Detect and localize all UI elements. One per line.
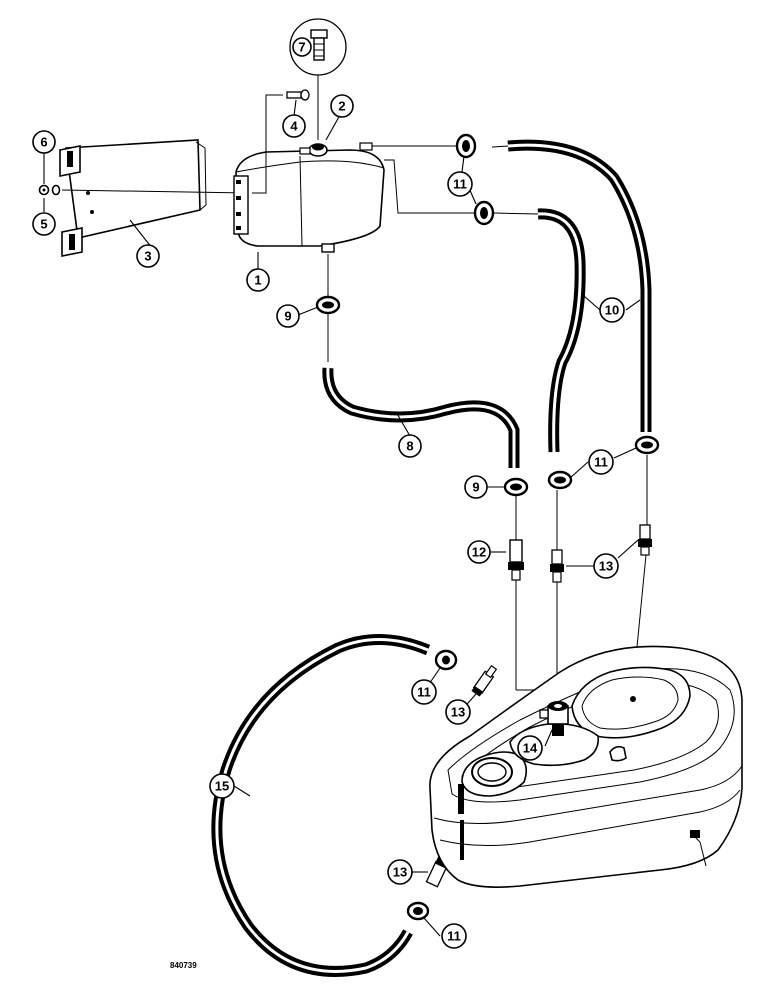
coolant-reservoir — [233, 142, 385, 253]
svg-text:12: 12 — [472, 545, 486, 560]
callout-leaders — [43, 99, 641, 937]
svg-text:2: 2 — [338, 99, 345, 114]
hose-clamps — [315, 133, 660, 921]
svg-text:11: 11 — [453, 177, 467, 192]
hose-15 — [211, 634, 431, 977]
callout-8: 8 — [398, 434, 422, 458]
callout-11b: 11 — [588, 449, 614, 475]
svg-text:7: 7 — [298, 40, 305, 55]
callout-15: 15 — [209, 773, 235, 799]
drawing-reference-code: 840739 — [170, 961, 197, 970]
hose-10-long — [507, 139, 652, 432]
callout-11c: 11 — [411, 679, 437, 705]
callout-7: 7 — [292, 37, 312, 57]
callout-13a: 13 — [593, 553, 619, 579]
svg-text:9: 9 — [284, 309, 291, 324]
callout-4: 4 — [282, 114, 306, 138]
callout-2: 2 — [330, 94, 354, 118]
callout-9b: 9 — [464, 475, 488, 499]
svg-text:8: 8 — [406, 439, 413, 454]
svg-text:11: 11 — [447, 929, 461, 944]
hose-10-short — [537, 208, 586, 453]
svg-text:11: 11 — [417, 685, 431, 700]
svg-text:5: 5 — [40, 217, 47, 232]
hose-8 — [322, 367, 520, 468]
svg-text:10: 10 — [605, 303, 619, 318]
callout-12: 12 — [467, 540, 491, 564]
callout-14: 14 — [517, 735, 543, 761]
svg-text:6: 6 — [40, 135, 47, 150]
washer-and-nut — [38, 184, 249, 196]
svg-text:14: 14 — [523, 741, 538, 756]
svg-text:4: 4 — [290, 119, 298, 134]
callout-13b: 13 — [445, 699, 471, 725]
callout-11d: 11 — [441, 923, 467, 949]
callout-6: 6 — [32, 130, 56, 154]
mounting-bracket — [59, 139, 207, 257]
svg-text:15: 15 — [215, 779, 229, 794]
svg-text:3: 3 — [144, 249, 151, 264]
svg-text:1: 1 — [254, 273, 261, 288]
callout-13c: 13 — [387, 859, 413, 885]
callout-5: 5 — [32, 212, 56, 236]
svg-text:13: 13 — [599, 559, 613, 574]
callout-1: 1 — [246, 268, 270, 292]
svg-text:13: 13 — [393, 865, 407, 880]
callout-9a: 9 — [276, 304, 300, 328]
callout-10: 10 — [599, 297, 625, 323]
callout-11a: 11 — [447, 171, 473, 197]
svg-text:11: 11 — [594, 455, 608, 470]
cap-detail-inset — [289, 18, 347, 140]
bolt — [252, 89, 310, 194]
svg-text:9: 9 — [472, 480, 479, 495]
svg-text:13: 13 — [451, 705, 465, 720]
callout-3: 3 — [136, 244, 160, 268]
